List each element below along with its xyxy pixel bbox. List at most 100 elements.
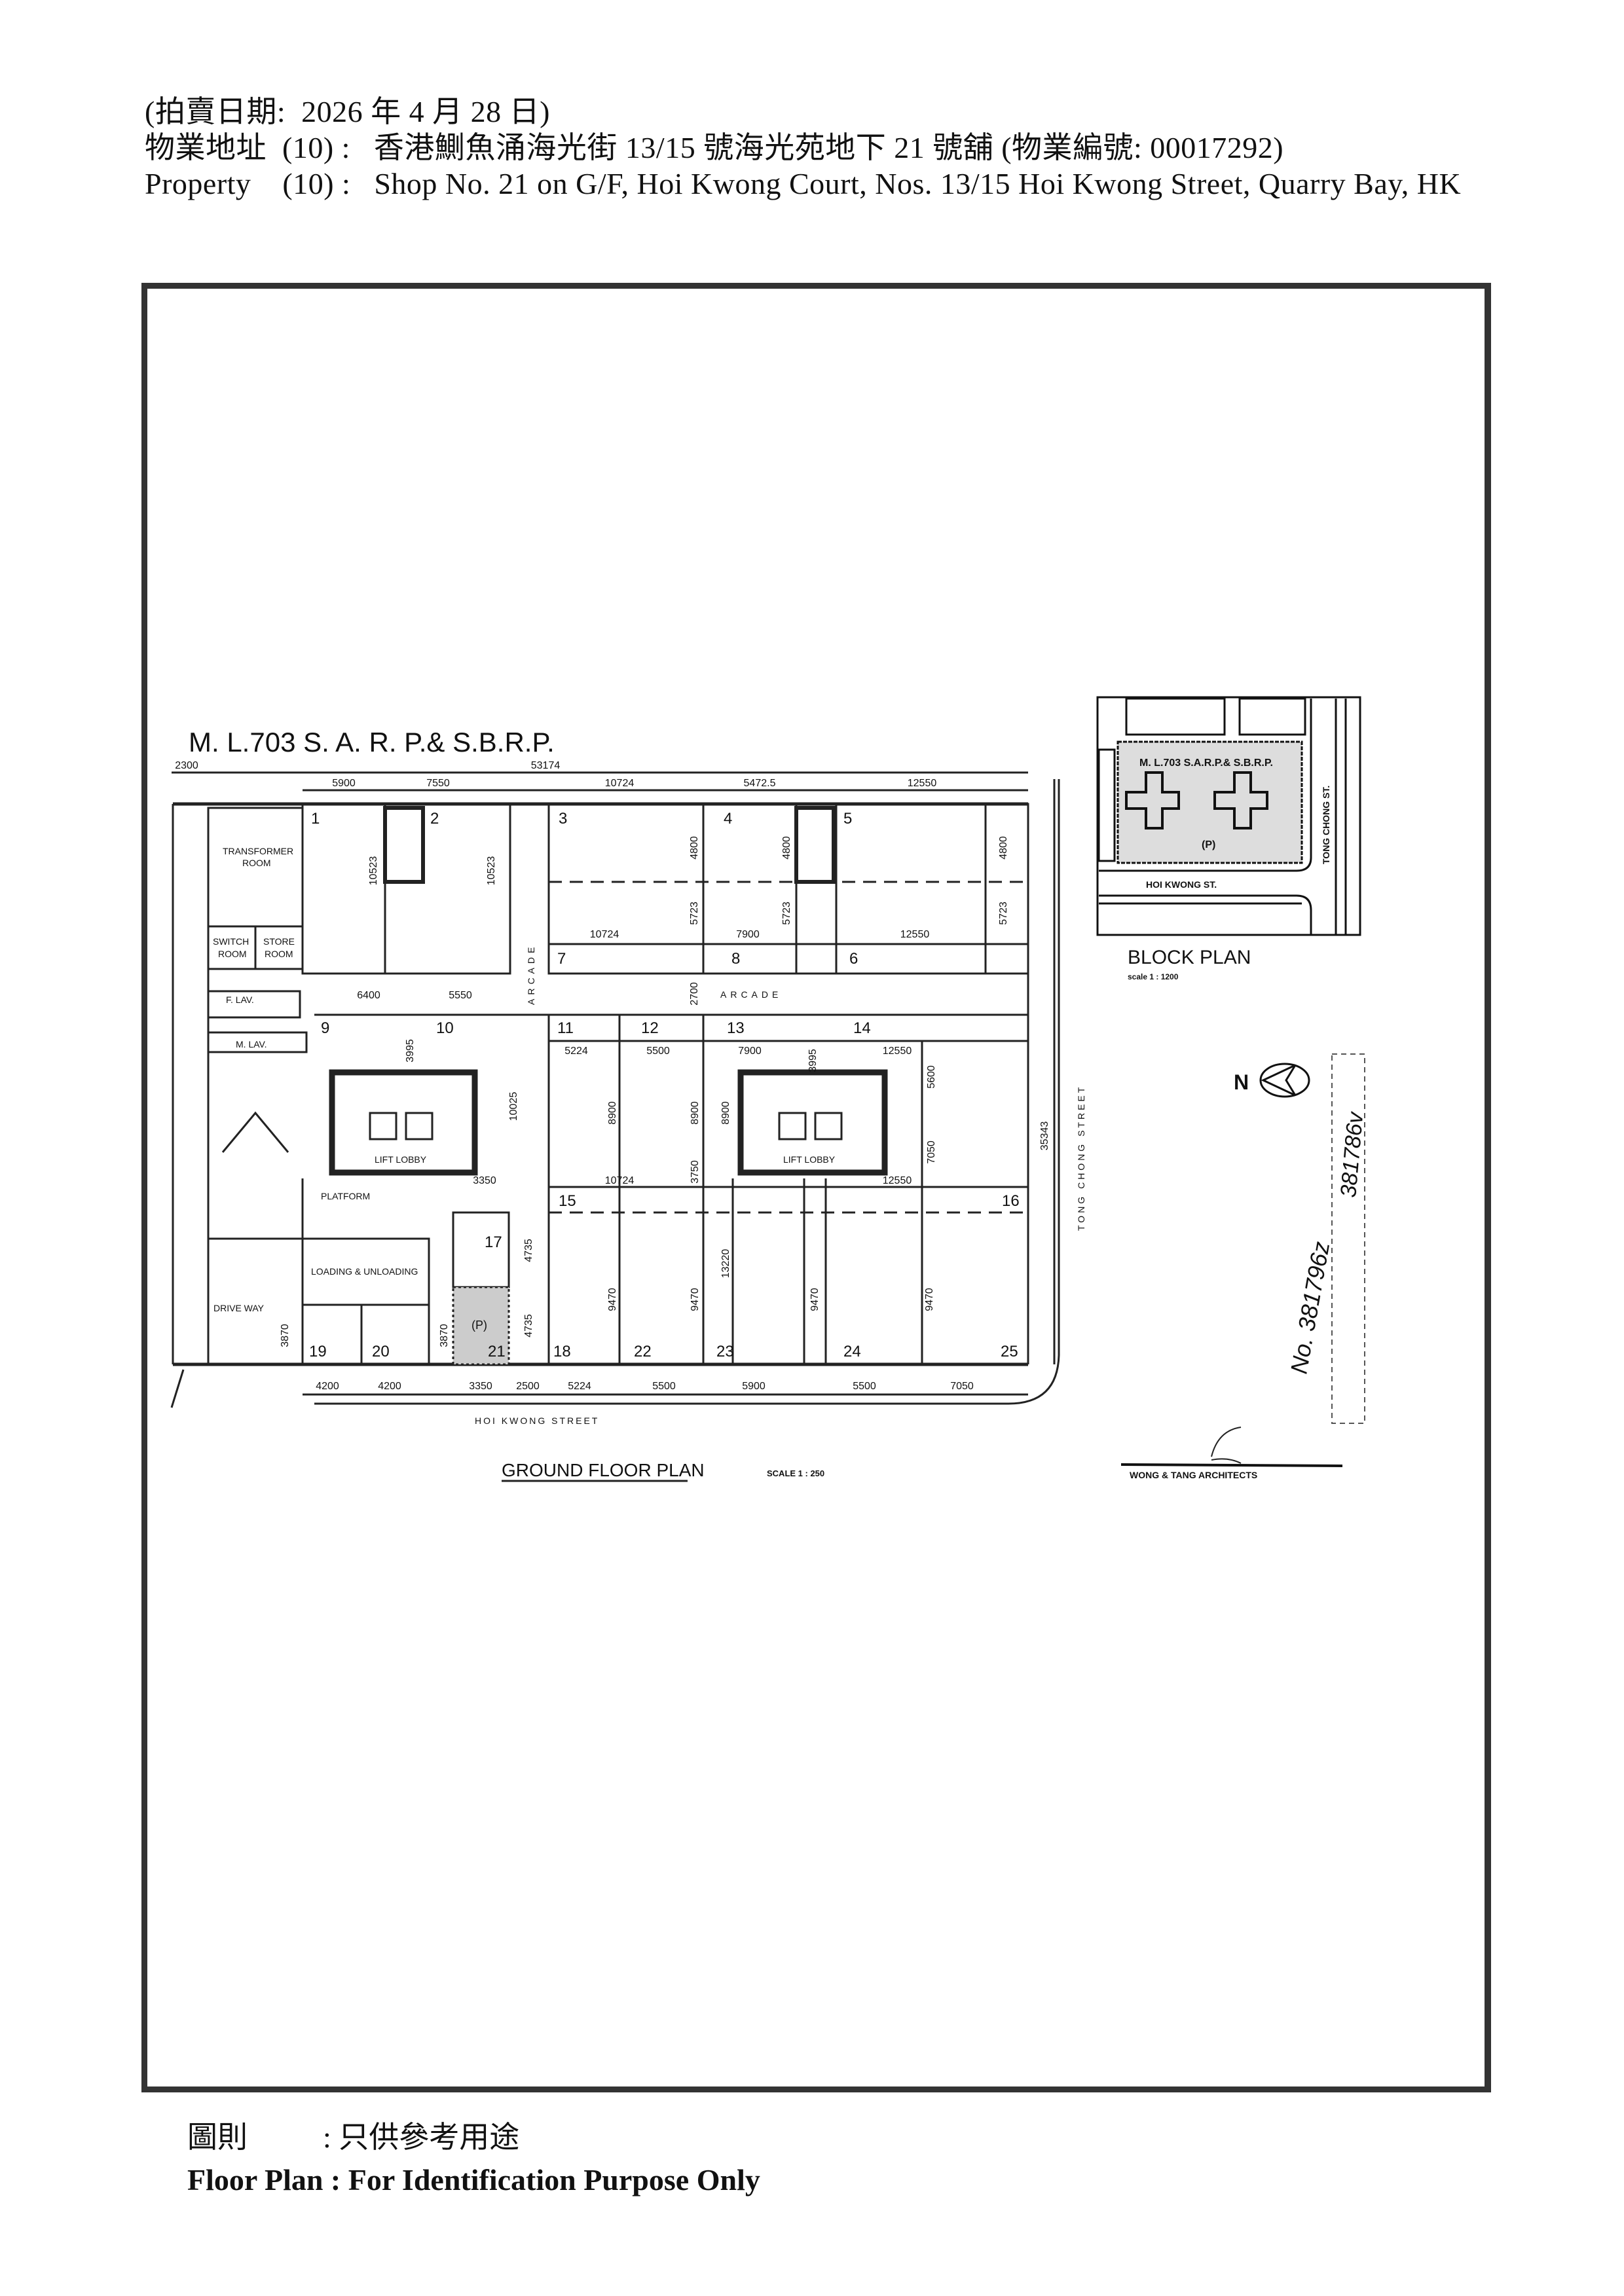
- ground-floor-plan-scale: SCALE 1 : 250: [767, 1468, 824, 1478]
- dim-inner: 10523: [368, 856, 379, 886]
- dim-inner: 10025: [508, 1092, 519, 1121]
- shop-6: 6: [849, 950, 858, 968]
- hoi-kwong-street-label: HOI KWONG STREET: [475, 1415, 599, 1426]
- room-label: LOADING & UNLOADING: [311, 1266, 418, 1277]
- room-label: F. LAV.: [226, 994, 254, 1005]
- dim-inner: 10724: [590, 929, 619, 940]
- room-label: (P): [471, 1319, 487, 1332]
- dim-inner: 12550: [883, 1046, 912, 1057]
- shop-22: 22: [634, 1343, 652, 1360]
- shop-4: 4: [724, 810, 732, 828]
- handwritten-ref-2: 381786v: [1336, 1110, 1368, 1198]
- block-plan-lot-label: M. L.703 S.A.R.P.& S.B.R.P.: [1139, 757, 1273, 769]
- dim-inner: 3870: [439, 1324, 450, 1347]
- footer-note-zh: 圖則 : 只供參考用途: [187, 2121, 520, 2154]
- dim-inner: 4800: [781, 836, 792, 860]
- room-label: ROOM: [242, 858, 271, 868]
- room-label: ROOM: [218, 949, 247, 959]
- dim-top: 10724: [605, 778, 635, 789]
- architect-signature: [1211, 1427, 1242, 1464]
- dim-inner: 6400: [357, 990, 380, 1001]
- dim-inner: 4800: [998, 836, 1009, 860]
- shop-14: 14: [853, 1019, 871, 1037]
- dim-inner: 10724: [605, 1175, 635, 1186]
- block-plan-title: BLOCK PLAN: [1128, 947, 1251, 968]
- footer-note-en: Floor Plan : For Identification Purpose …: [187, 2163, 760, 2196]
- shop-3: 3: [559, 810, 567, 828]
- block-plan-tong-chong-st: TONG CHONG ST.: [1321, 786, 1331, 864]
- north-label: N: [1234, 1070, 1249, 1094]
- room-label: PLATFORM: [321, 1191, 370, 1201]
- shop-5: 5: [843, 810, 852, 828]
- dim-bottom: 2500: [516, 1381, 540, 1392]
- dim-top: 7550: [426, 778, 450, 789]
- shop-20: 20: [372, 1343, 390, 1360]
- room-label: M. LAV.: [236, 1039, 267, 1049]
- dim-bottom: 5500: [853, 1381, 876, 1392]
- dim-inner: 5550: [449, 990, 472, 1001]
- dim-bottom: 3350: [469, 1381, 492, 1392]
- lot-title: M. L.703 S. A. R. P.& S.B.R.P.: [189, 727, 555, 757]
- dim-inner: 5723: [689, 902, 700, 925]
- room-label: ROOM: [265, 949, 293, 959]
- dim-bottom: 5224: [568, 1381, 591, 1392]
- dim-inner: 3350: [473, 1175, 496, 1186]
- dim-inner: 10523: [486, 856, 497, 886]
- dim-inner: 8900: [720, 1101, 731, 1125]
- arcade-label: ARCADE: [526, 943, 536, 1005]
- shop-25: 25: [1001, 1343, 1018, 1360]
- dim-inner: 4800: [689, 836, 700, 860]
- dim-inner: 4735: [523, 1239, 534, 1262]
- shop-21: 21: [488, 1343, 506, 1360]
- handwritten-ref-1: No. 381796z: [1285, 1239, 1335, 1376]
- dim-inner: 5723: [781, 902, 792, 925]
- dim-inner: 3870: [280, 1324, 291, 1347]
- block-plan: [1096, 696, 1361, 936]
- dim-inner: 9470: [809, 1288, 821, 1311]
- dim-inner: 5500: [646, 1046, 670, 1057]
- dim-inner: 5224: [564, 1046, 588, 1057]
- room-label: ARCADE: [720, 989, 782, 1000]
- shop-2: 2: [430, 810, 439, 828]
- dim-inner: 9470: [690, 1288, 701, 1311]
- dim-bottom: 4200: [316, 1381, 339, 1392]
- room-label: STORE: [263, 936, 295, 947]
- property-address-en: Property (10) : Shop No. 21 on G/F, Hoi …: [145, 167, 1462, 200]
- dim-inner: 35343: [1039, 1121, 1050, 1151]
- shop-24: 24: [843, 1343, 861, 1360]
- dim-bottom: 7050: [950, 1381, 974, 1392]
- shop-10: 10: [436, 1019, 454, 1037]
- room-label: TRANSFORMER: [223, 846, 293, 856]
- dim-inner: 9470: [607, 1288, 618, 1311]
- shop-11: 11: [557, 1019, 574, 1037]
- shop-16: 16: [1002, 1192, 1020, 1210]
- dim-bottom: 4200: [378, 1381, 401, 1392]
- dim-inner: 13220: [720, 1249, 731, 1279]
- dim-inner: 7900: [736, 929, 760, 940]
- tong-chong-street-label: TONG CHONG STREET: [1076, 1085, 1086, 1231]
- shop-19: 19: [309, 1343, 327, 1360]
- dim-inner: 5723: [998, 902, 1009, 925]
- ground-floor-plan-title: GROUND FLOOR PLAN: [502, 1460, 705, 1480]
- dim-bottom: 5500: [652, 1381, 676, 1392]
- dim-bottom: 5900: [742, 1381, 766, 1392]
- room-label: LIFT LOBBY: [783, 1154, 836, 1165]
- shop-17: 17: [485, 1233, 502, 1251]
- auction-date: (拍賣日期: 2026 年 4 月 28 日): [145, 95, 550, 128]
- dim-top: 12550: [908, 778, 937, 789]
- dim-top: 53174: [531, 760, 561, 771]
- floor-plan-frame: [141, 283, 1491, 2092]
- dim-inner: 3995: [405, 1039, 416, 1063]
- shop-15: 15: [559, 1192, 576, 1210]
- room-label: DRIVE WAY: [213, 1303, 265, 1313]
- shop-8: 8: [731, 950, 740, 968]
- dim-inner: 2700: [689, 982, 700, 1006]
- dim-top: 2300: [175, 760, 198, 771]
- shop-13: 13: [727, 1019, 745, 1037]
- block-plan-hoi-kwong-st: HOI KWONG ST.: [1146, 879, 1217, 890]
- dim-inner: 8900: [607, 1101, 618, 1125]
- shop-9: 9: [321, 1019, 329, 1037]
- dim-inner: 12550: [900, 929, 930, 940]
- dim-inner: 4735: [523, 1314, 534, 1338]
